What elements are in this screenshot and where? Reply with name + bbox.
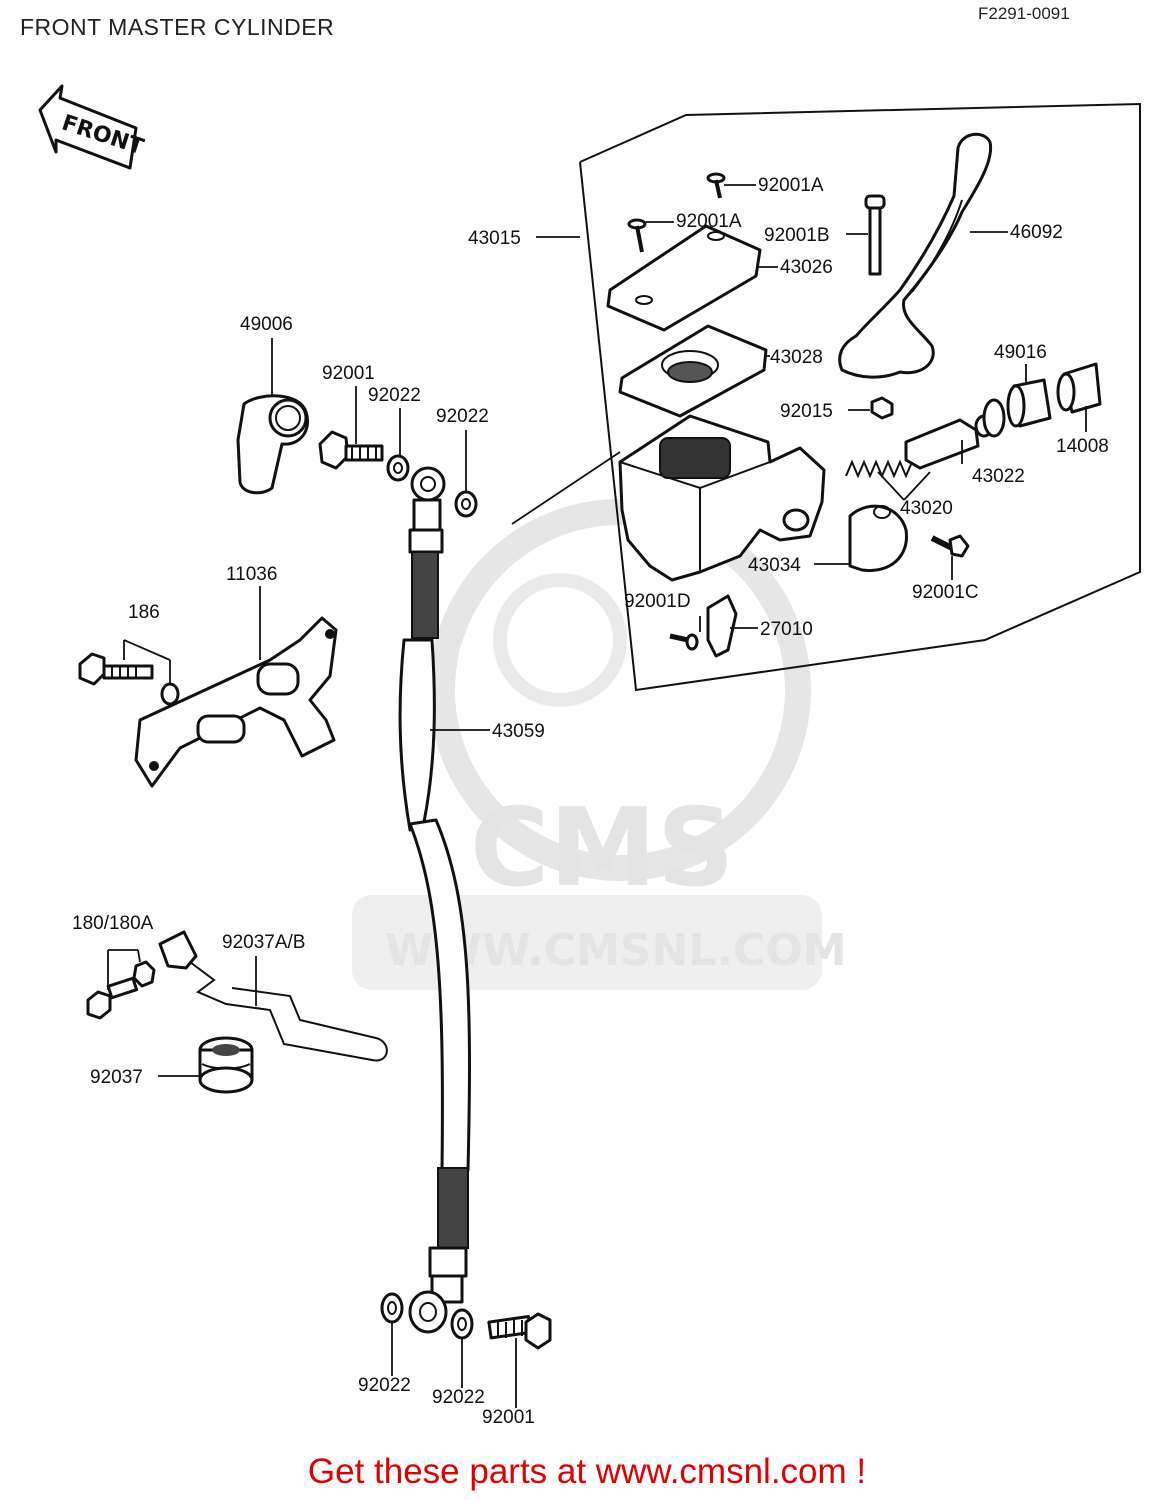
nut-92015: [848, 396, 894, 420]
label-92001-top: 92001: [322, 363, 375, 384]
piston-43022: [904, 398, 1006, 470]
washer-92022-b: [454, 430, 478, 518]
label-49016: 49016: [994, 342, 1047, 363]
assembly-43015-outline: [579, 102, 1141, 692]
label-43059: 43059: [492, 721, 545, 742]
switch-27010: [706, 594, 758, 658]
label-92015: 92015: [780, 401, 833, 422]
label-92022-d: 92022: [432, 1387, 485, 1408]
label-92001D: 92001D: [624, 591, 691, 612]
diagram-title: FRONT MASTER CYLINDER: [20, 14, 335, 40]
union-bolt-92001-top: [318, 386, 384, 470]
label-92022-a: 92022: [368, 385, 421, 406]
union-bolt-92001-bottom: [487, 1312, 552, 1408]
screw-92001A-top: [706, 172, 756, 199]
washer-92022-a: [386, 408, 410, 482]
label-180-180A: 180/180A: [72, 913, 154, 934]
label-46092: 46092: [1010, 222, 1063, 243]
label-186: 186: [128, 602, 160, 623]
label-43020: 43020: [900, 498, 953, 519]
boot-14008: [1056, 362, 1102, 432]
screw-92001D: [669, 616, 701, 651]
label-14008: 14008: [1056, 436, 1109, 457]
label-92001C: 92001C: [912, 582, 979, 603]
part-labels: 43015 92001A 92001A 92001B 46092 43026 4…: [72, 175, 1109, 1428]
reservoir-cap-43026: [606, 224, 778, 332]
watermark-brand: CMS: [470, 786, 735, 911]
boot-49006: [236, 338, 309, 495]
label-92001-bottom: 92001: [482, 1407, 535, 1428]
label-27010: 27010: [760, 619, 813, 640]
label-92001A-top: 92001A: [758, 175, 824, 196]
bracket-11036: [134, 586, 338, 788]
washer-92022-c: [380, 1292, 404, 1376]
label-11036: 11036: [226, 564, 277, 585]
diaphragm-43028: [618, 324, 770, 418]
label-49006: 49006: [240, 314, 293, 335]
label-43015: 43015: [468, 228, 521, 249]
label-43026: 43026: [780, 257, 833, 278]
screw-92001A-mid: [627, 218, 674, 253]
label-92022-b: 92022: [436, 406, 489, 427]
figure-code: F2291-0091: [978, 4, 1070, 23]
clamp-43034: [814, 504, 908, 573]
grommet-92037: [158, 1036, 254, 1094]
label-43034: 43034: [748, 555, 801, 576]
label-92001B: 92001B: [764, 225, 830, 246]
label-92037AB: 92037A/B: [222, 932, 305, 953]
bolt-92001C: [930, 534, 970, 580]
bolt-186: [78, 639, 180, 706]
label-92001A-mid: 92001A: [676, 211, 742, 232]
clamp-wire-92037AB: [158, 930, 388, 1062]
label-92037: 92037: [90, 1067, 143, 1088]
spring-43020: [845, 459, 931, 501]
front-arrow-icon: FRONT: [38, 84, 146, 170]
label-92022-c: 92022: [358, 1375, 411, 1396]
label-43022: 43022: [972, 466, 1025, 487]
footer-link-text[interactable]: Get these parts at www.cmsnl.com !: [307, 1452, 867, 1491]
master-cylinder-body: [511, 414, 826, 582]
washer-92022-d: [450, 1308, 474, 1388]
label-43028: 43028: [770, 347, 823, 368]
brake-lever-46092: [838, 132, 1008, 379]
cover-49016: [1006, 364, 1052, 428]
bolt-180: [86, 949, 156, 1020]
brake-hose-43059: [398, 466, 490, 1334]
pivot-bolt-92001B: [846, 194, 886, 276]
